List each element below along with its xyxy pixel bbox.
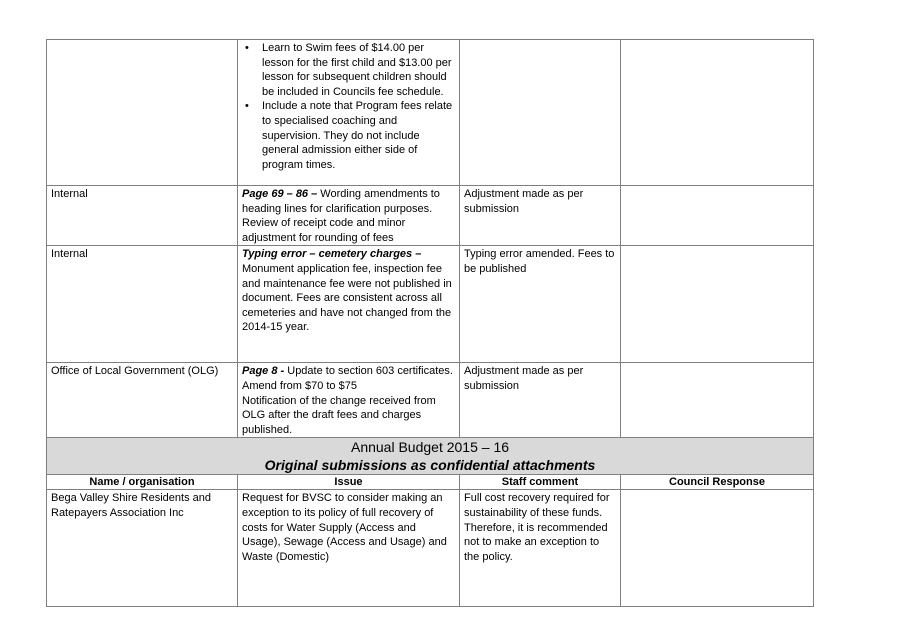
header-staff-comment: Staff comment bbox=[459, 474, 621, 491]
name-cell: Office of Local Government (OLG) bbox=[46, 362, 238, 439]
issue-cell: • Learn to Swim fees of $14.00 per lesso… bbox=[237, 39, 460, 186]
submissions-table: • Learn to Swim fees of $14.00 per lesso… bbox=[46, 39, 814, 608]
staff-comment-cell: Adjustment made as per submission bbox=[459, 184, 621, 247]
issue-cell: Request for BVSC to consider making an e… bbox=[237, 489, 460, 608]
header-issue: Issue bbox=[237, 474, 460, 491]
issue-text: Monument application fee, inspection fee… bbox=[242, 262, 452, 334]
name-cell: Bega Valley Shire Residents and Ratepaye… bbox=[46, 489, 238, 608]
issue-cell: Page 69 – 86 – Wording amendments to hea… bbox=[237, 184, 460, 247]
staff-comment-cell: Typing error amended. Fees to be publish… bbox=[459, 245, 621, 364]
section-subtitle: Original submissions as confidential att… bbox=[264, 457, 596, 474]
bullet-text: Include a note that Program fees relate … bbox=[262, 100, 453, 171]
issue-cell: Typing error – cemetery charges – Monume… bbox=[237, 245, 460, 364]
name-cell: Internal bbox=[46, 245, 238, 364]
section-band: Annual Budget 2015 – 16 Original submiss… bbox=[46, 437, 814, 476]
section-title: Annual Budget 2015 – 16 bbox=[350, 439, 510, 456]
name-cell: Internal bbox=[46, 184, 238, 247]
issue-text: Wording amendments to heading lines for … bbox=[242, 188, 440, 244]
staff-comment-cell: Full cost recovery required for sustaina… bbox=[459, 489, 621, 608]
list-item: • Learn to Swim fees of $14.00 per lesso… bbox=[245, 41, 455, 99]
issue-lead: Page 69 – 86 – bbox=[242, 188, 318, 200]
council-response-cell bbox=[620, 245, 814, 364]
issue-cell: Page 8 - Update to section 603 certifica… bbox=[237, 362, 460, 439]
staff-comment-cell: Adjustment made as per submission bbox=[459, 362, 621, 439]
issue-lead: Page 8 - bbox=[242, 365, 285, 378]
bullet-icon: • bbox=[245, 100, 249, 113]
council-response-cell bbox=[620, 184, 814, 247]
council-response-cell bbox=[620, 362, 814, 439]
section-heading: Annual Budget 2015 – 16 Original submiss… bbox=[46, 437, 814, 476]
council-response-cell bbox=[620, 39, 814, 186]
column-header-row: Name / organisation Issue Staff comment … bbox=[46, 474, 814, 491]
bullet-text: Learn to Swim fees of $14.00 per lesson … bbox=[262, 42, 452, 98]
council-response-cell bbox=[620, 489, 814, 608]
header-council-response: Council Response bbox=[620, 474, 814, 491]
table-row: • Learn to Swim fees of $14.00 per lesso… bbox=[46, 39, 814, 186]
bullet-icon: • bbox=[245, 42, 249, 54]
issue-bullet-list: • Learn to Swim fees of $14.00 per lesso… bbox=[242, 41, 455, 172]
issue-lead: Typing error – cemetery charges – bbox=[242, 248, 422, 261]
issue-text: Update to section 603 certificates. Amen… bbox=[242, 365, 453, 392]
issue-extra: Notification of the change received from… bbox=[242, 394, 436, 436]
table-row: Office of Local Government (OLG) Page 8 … bbox=[46, 362, 814, 439]
name-cell bbox=[46, 39, 238, 186]
staff-comment-cell bbox=[459, 39, 621, 186]
list-item: • Include a note that Program fees relat… bbox=[245, 99, 455, 172]
table-row: Internal Page 69 – 86 – Wording amendmen… bbox=[46, 184, 814, 247]
table-row: Bega Valley Shire Residents and Ratepaye… bbox=[46, 489, 814, 608]
header-name: Name / organisation bbox=[46, 474, 238, 491]
table-row: Internal Typing error – cemetery charges… bbox=[46, 245, 814, 364]
